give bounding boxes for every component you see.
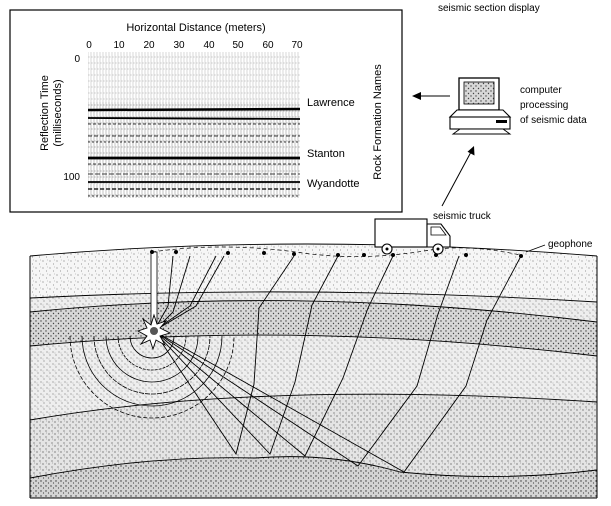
geophone-icon	[362, 253, 366, 257]
computer-label-line1: computer	[520, 85, 562, 96]
x-tick-labels: 0 10 20 30 40 50 60 70	[86, 40, 303, 51]
geophone-icon	[226, 251, 230, 255]
x-tick-label: 60	[262, 40, 274, 51]
arrow-to-display	[412, 92, 450, 100]
ray-paths	[153, 255, 522, 473]
x-tick-label: 30	[173, 40, 185, 51]
geophone-icon	[262, 251, 266, 255]
layer-boundaries	[29, 243, 598, 479]
basal-dome-layer	[30, 456, 597, 498]
geophone-icon	[292, 252, 296, 256]
x-axis-title: Horizontal Distance (meters)	[126, 22, 265, 34]
y-tick-label: 0	[74, 54, 80, 65]
geophone-icon	[464, 253, 468, 257]
cross-section: geophone	[29, 218, 598, 499]
seismic-truck-icon	[374, 218, 451, 255]
side-axis-title: Rock Formation Names	[372, 64, 384, 180]
x-tick-label: 70	[291, 40, 303, 51]
computer-label-line3: of seismic data	[520, 115, 587, 126]
computer-icon	[448, 77, 512, 135]
lawrence-reflector	[87, 107, 301, 112]
geophone-label: geophone	[548, 239, 593, 250]
y-axis-title: Reflection Time	[39, 75, 51, 151]
x-tick-label: 20	[143, 40, 155, 51]
x-tick-label: 50	[232, 40, 244, 51]
geophone-icon	[174, 250, 178, 254]
truck-label: seismic truck	[433, 211, 492, 222]
geophone-icon	[391, 253, 395, 257]
formation-label-wyandotte: Wyandotte	[307, 178, 360, 190]
seismic-section-display: seismic section display Horizontal Dista…	[9, 3, 540, 213]
geophone-icon	[336, 253, 340, 257]
x-tick-label: 0	[86, 40, 92, 51]
y-tick-label: 100	[63, 172, 80, 183]
computer-label-line2: processing	[520, 100, 568, 111]
display-caption: seismic section display	[438, 3, 540, 14]
geophone-icon	[150, 250, 154, 254]
arrow-to-computer	[441, 146, 475, 207]
formation-label-stanton: Stanton	[307, 148, 345, 160]
reflector-lines	[87, 107, 301, 197]
geophone-icon	[519, 254, 523, 258]
y-axis-title-unit: (milliseconds)	[52, 79, 64, 146]
x-tick-label: 10	[113, 40, 125, 51]
x-tick-label: 40	[203, 40, 215, 51]
formation-label-lawrence: Lawrence	[307, 97, 355, 109]
